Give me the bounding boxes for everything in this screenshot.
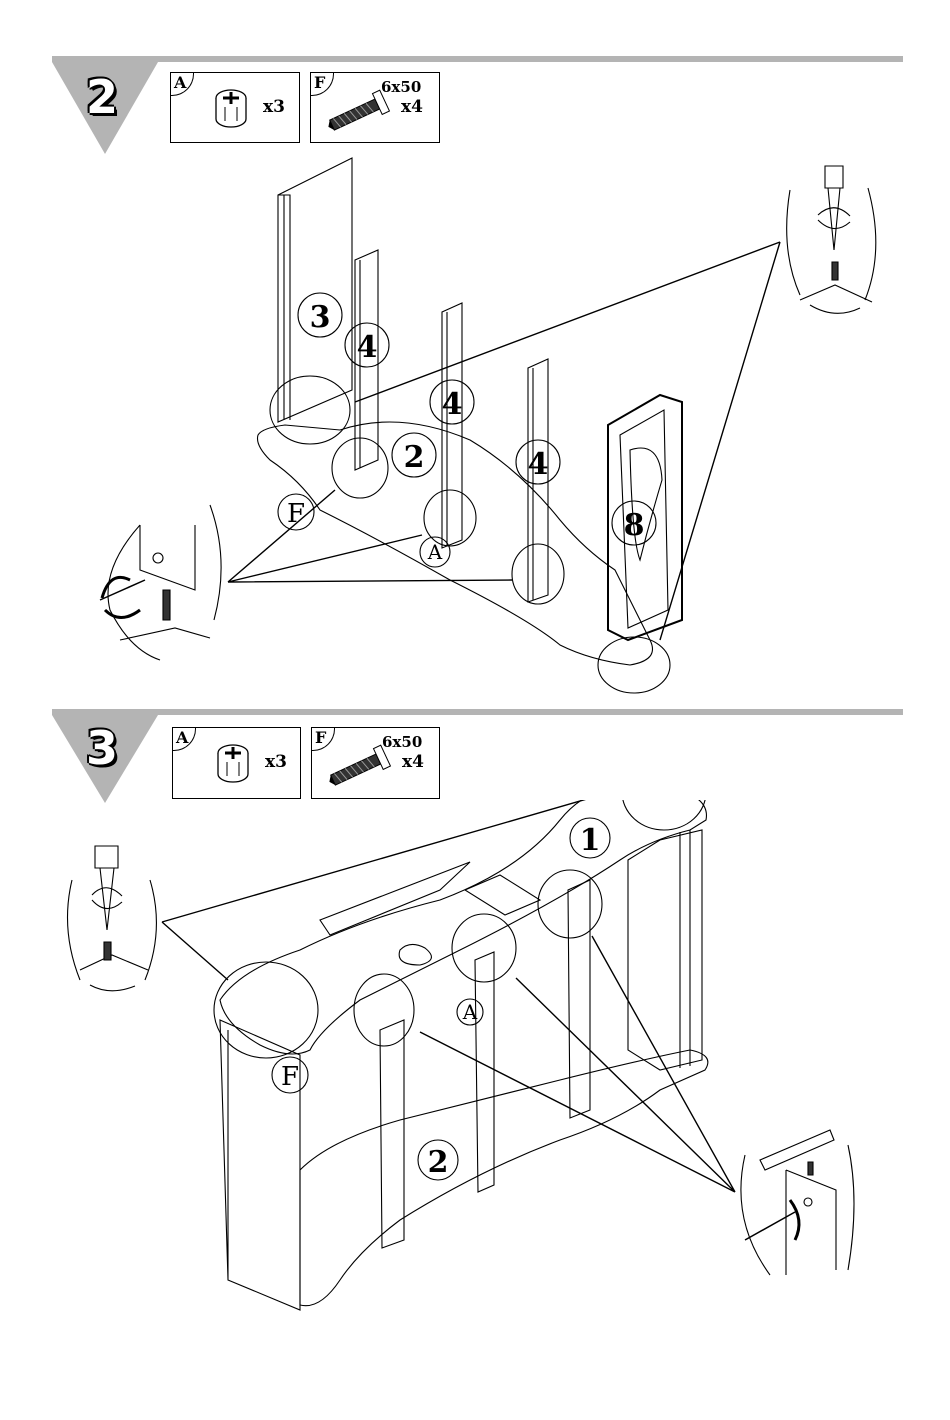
part-box-a: A x3 [172,727,301,799]
callout-label: A [427,540,443,564]
part-letter: A [174,73,186,92]
step-number: 2 [86,74,118,120]
part-quantity: x3 [263,97,285,117]
panel-label: 2 [404,440,425,475]
part-quantity: x4 [402,752,424,772]
panel-label: 4 [528,447,549,482]
cam-lock-icon [201,85,261,135]
part-quantity: x3 [265,752,287,772]
part-box-a: A x3 [170,72,300,143]
panel-label: 1 [580,823,601,858]
step-divider-bar [52,56,903,62]
callout-label: F [281,1062,299,1092]
callout-label: A [462,1000,478,1024]
cam-lock-icon [203,740,263,790]
step-2-labels: 3 4 4 4 2 8 F A [0,140,950,700]
step-number: 3 [86,725,118,771]
step-divider-bar [52,709,903,715]
panel-label: 8 [624,508,645,543]
step-3-labels: 1 2 F A [0,800,950,1420]
panel-label: 2 [428,1145,449,1180]
part-quantity: x4 [401,97,423,117]
part-box-f: F 6x50 x4 [310,72,440,143]
panel-label: 4 [357,330,378,365]
screw-icon [321,87,396,137]
part-letter: A [176,728,188,747]
panel-label: 3 [310,300,331,335]
panel-label: 4 [442,387,463,422]
part-box-f: F 6x50 x4 [311,727,440,799]
callout-label: F [287,499,305,529]
screw-icon [322,742,397,792]
